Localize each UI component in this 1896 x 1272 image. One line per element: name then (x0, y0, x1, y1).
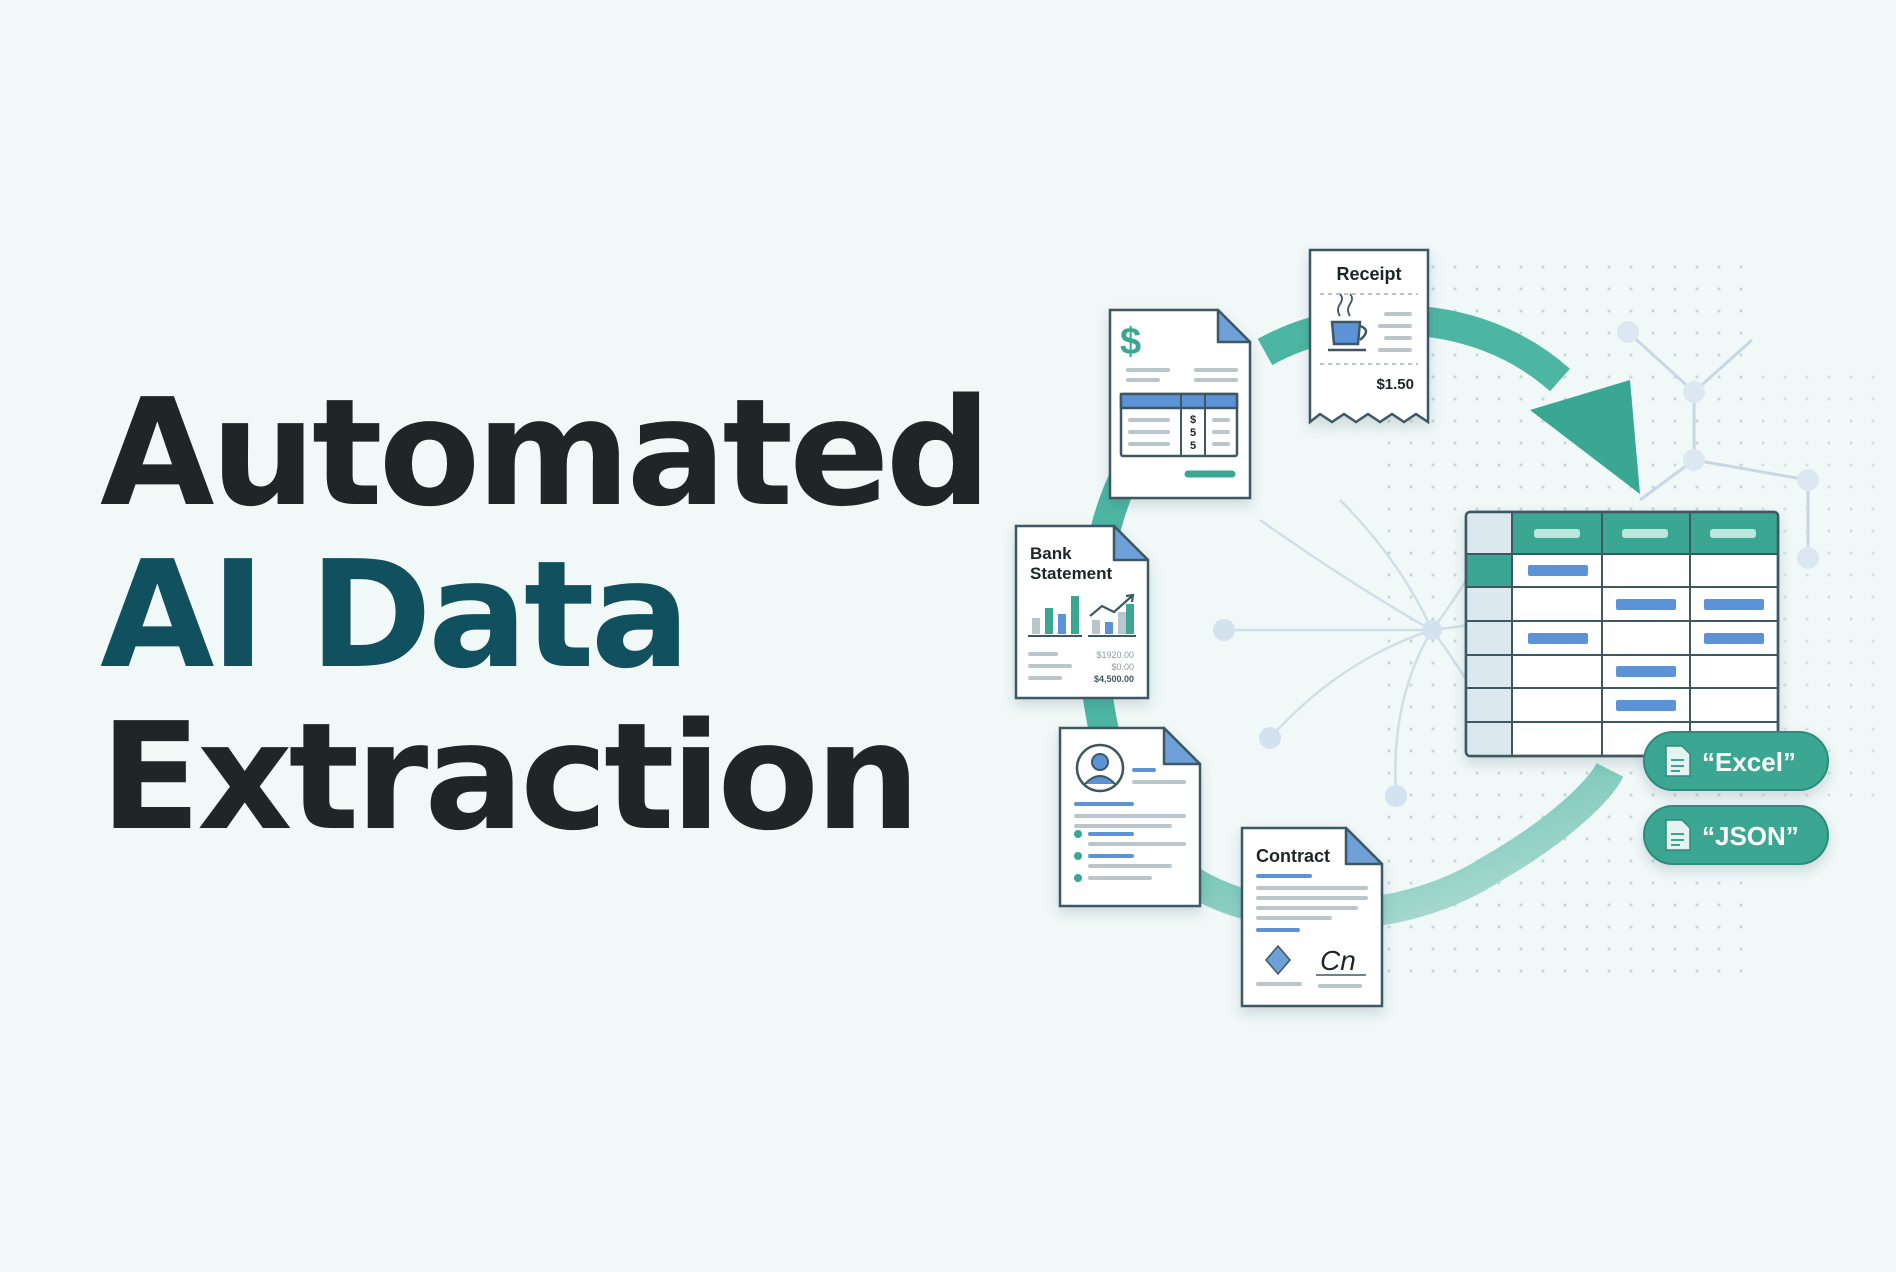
headline-line-3: Extraction (100, 691, 920, 863)
excel-label: “Excel” (1702, 747, 1796, 777)
user-avatar-icon (1075, 743, 1125, 793)
seal-icon (1265, 944, 1291, 976)
receipt-title: Receipt (1336, 264, 1401, 284)
output-table (1464, 510, 1780, 758)
headline: Automated AI Data Extraction (100, 367, 991, 863)
receipt-document: Receipt $1.50 (1308, 248, 1430, 425)
dot-grid-background-right (1760, 360, 1880, 800)
document-icon (1665, 819, 1691, 851)
trend-chart-icon (1088, 593, 1136, 637)
contract-title: Contract (1256, 846, 1330, 866)
invoice-cell-3: 5 (1190, 440, 1196, 452)
bank-value-1: $1920.00 (1096, 650, 1134, 660)
headline-line-2: AI Data (100, 529, 690, 701)
excel-output-pill[interactable]: “Excel” (1643, 731, 1829, 791)
dollar-sign-icon: $ (1120, 321, 1141, 363)
bank-value-2: $0.00 (1111, 662, 1134, 672)
network-graph (1617, 321, 1819, 569)
bar-chart-icon (1028, 596, 1082, 637)
coffee-cup-icon (1328, 293, 1368, 352)
invoice-cell-1: $ (1190, 414, 1196, 426)
bank-value-3: $4,500.00 (1094, 674, 1134, 684)
headline-line-1: Automated (100, 367, 991, 539)
profile-document (1058, 726, 1202, 908)
contract-document: Contract Cn (1240, 826, 1384, 1008)
document-icon (1665, 745, 1691, 777)
bank-statement-document: Bank Statement $1920.00 $0.00 $4,500.00 (1014, 524, 1150, 700)
convergence-lines (1213, 499, 1561, 807)
invoice-document: $ $ 5 5 (1108, 308, 1252, 500)
bank-statement-title-line-2: Statement (1030, 564, 1113, 583)
receipt-amount: $1.50 (1376, 376, 1414, 393)
signature: Cn (1320, 945, 1356, 976)
bank-statement-title-line-1: Bank (1030, 544, 1072, 563)
json-label: “JSON” (1702, 821, 1799, 851)
json-output-pill[interactable]: “JSON” (1643, 805, 1829, 865)
invoice-cell-2: 5 (1190, 427, 1196, 439)
